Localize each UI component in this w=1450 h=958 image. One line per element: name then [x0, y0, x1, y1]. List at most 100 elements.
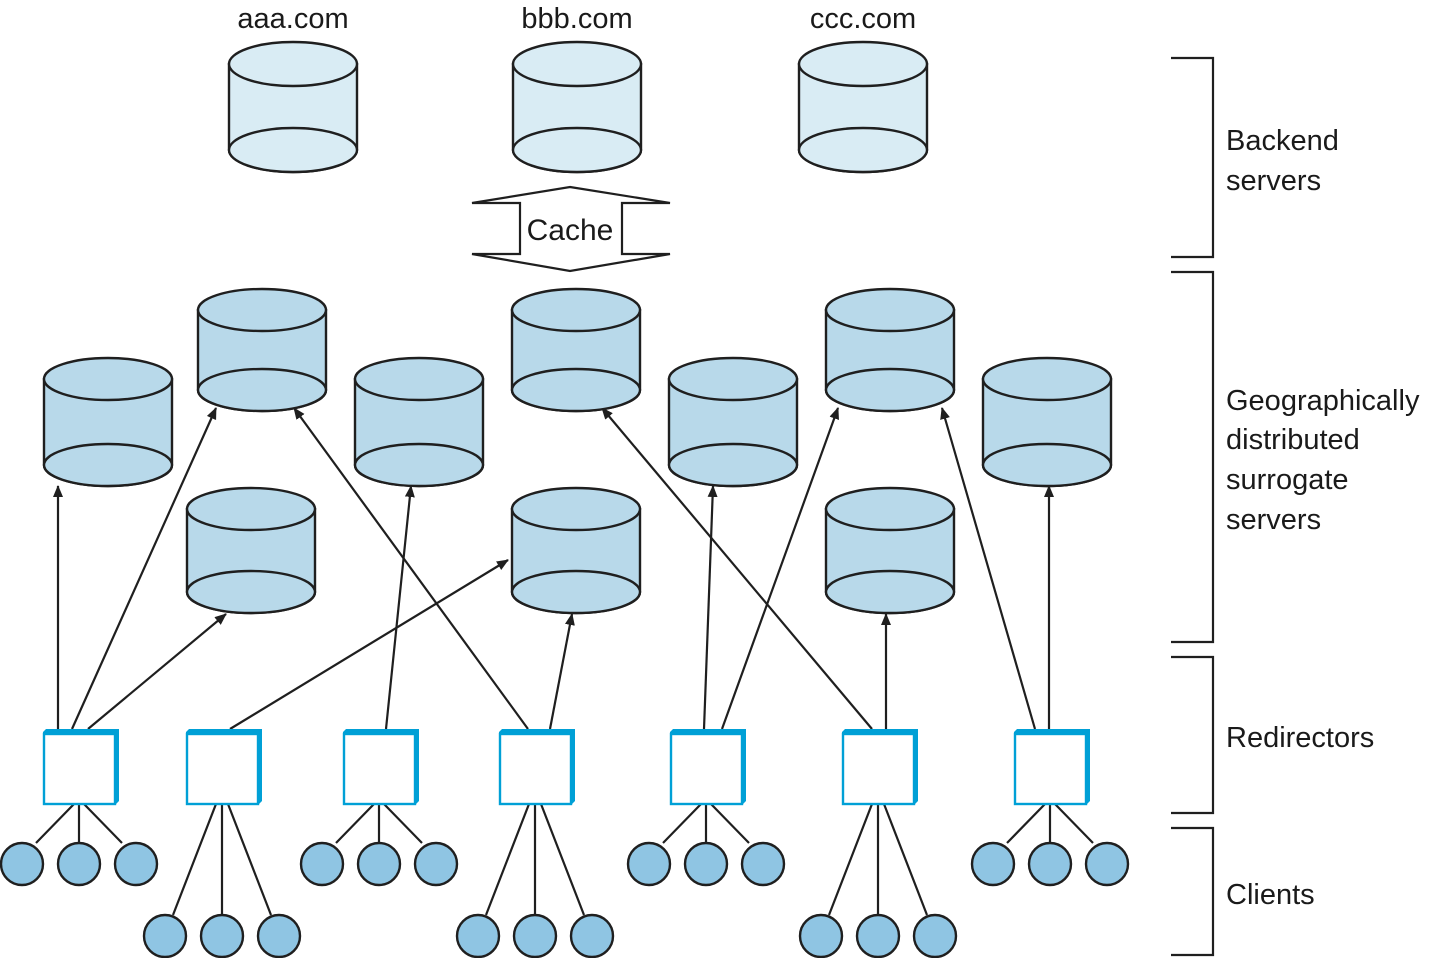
surrogate-server-S3	[353, 356, 485, 488]
client-link	[539, 803, 586, 916]
client	[970, 841, 1016, 887]
cylinder-top	[824, 287, 956, 333]
client	[1084, 841, 1130, 887]
client-link	[827, 803, 874, 916]
backend-server-aaa	[227, 40, 359, 174]
tier-label-surrogate: Geographically distributed surrogate ser…	[1226, 385, 1428, 536]
client	[413, 841, 459, 887]
client	[299, 841, 345, 887]
tier-label-backend: Backend servers	[1226, 125, 1347, 197]
bracket-clients	[1171, 826, 1215, 957]
cylinder-bottom	[981, 442, 1113, 488]
client	[740, 841, 786, 887]
cache-arrow-shape	[471, 185, 671, 273]
cylinder-top	[185, 486, 317, 532]
redirector-face	[185, 732, 260, 806]
cylinder-bottom	[42, 442, 174, 488]
redirector-links	[53, 407, 1054, 730]
clients	[0, 841, 1130, 958]
cylinder-top	[196, 287, 328, 333]
redirector-R1	[42, 729, 119, 806]
client	[512, 913, 558, 958]
surrogate-server-S2	[196, 287, 328, 413]
surrogate-server-S8	[824, 287, 956, 413]
tier-label-redirectors: Redirectors	[1226, 722, 1374, 754]
client	[912, 913, 958, 958]
client	[199, 913, 245, 958]
cylinder-top	[824, 486, 956, 532]
cylinder-top	[981, 356, 1113, 402]
client-group-R5	[626, 841, 786, 887]
client	[683, 841, 729, 887]
backend-server-bbb	[511, 40, 643, 174]
redirector-face	[498, 732, 573, 806]
domain-label-aaa: aaa.com	[237, 3, 348, 35]
client-link	[662, 803, 702, 844]
link-R1-S2	[70, 407, 218, 730]
client-link	[882, 803, 929, 916]
link-R1-S4	[87, 613, 227, 730]
surrogate-server-S6	[510, 486, 642, 615]
client	[569, 913, 615, 958]
cylinder-bottom	[185, 569, 317, 615]
cylinder-bottom	[510, 569, 642, 615]
link-R2-S6	[229, 559, 509, 730]
link-R4-S6	[548, 613, 575, 730]
cylinder-top	[510, 486, 642, 532]
surrogate-server-S1	[42, 356, 174, 488]
surrogate-server-S10	[981, 356, 1113, 488]
tier-label-clients: Clients	[1226, 879, 1315, 911]
backend-server-ccc	[797, 40, 929, 174]
domain-label-ccc: ccc.com	[810, 3, 916, 35]
cylinder-top	[797, 40, 929, 88]
domain-label-bbb: bbb.com	[521, 3, 632, 35]
cylinder-top	[42, 356, 174, 402]
client-link	[335, 803, 375, 844]
redirector-face	[342, 732, 417, 806]
client-links	[35, 803, 1094, 916]
cylinder-bottom	[511, 126, 643, 174]
redirector-face	[1013, 732, 1088, 806]
client-group-R2	[142, 913, 302, 958]
client-group-R1	[0, 841, 159, 887]
tier-brackets	[1171, 56, 1215, 957]
client	[0, 841, 45, 887]
cylinder-bottom	[510, 367, 642, 413]
redirector-R2	[185, 729, 262, 806]
cache-arrow: Cache	[471, 185, 671, 273]
client-link	[1054, 803, 1094, 844]
backend-servers	[227, 40, 929, 174]
client-link	[383, 803, 423, 844]
client	[113, 841, 159, 887]
client-group-R4	[455, 913, 615, 958]
redirector-R4	[498, 729, 575, 806]
cache-label: Cache	[527, 214, 614, 247]
client-link	[226, 803, 273, 916]
link-R4-S2	[293, 407, 529, 730]
surrogate-server-S4	[185, 486, 317, 615]
redirector-R7	[1013, 729, 1090, 806]
surrogate-server-S5	[510, 287, 642, 413]
cylinder-bottom	[797, 126, 929, 174]
client	[56, 841, 102, 887]
cylinder-bottom	[353, 442, 485, 488]
client-group-R3	[299, 841, 459, 887]
client-group-R6	[798, 913, 958, 958]
client	[256, 913, 302, 958]
cylinder-top	[227, 40, 359, 88]
cylinder-bottom	[227, 126, 359, 174]
surrogate-server-S7	[667, 356, 799, 488]
cylinder-top	[353, 356, 485, 402]
cylinder-bottom	[824, 569, 956, 615]
cylinder-top	[510, 287, 642, 333]
client	[855, 913, 901, 958]
cylinder-top	[511, 40, 643, 88]
client-link	[35, 803, 75, 844]
cylinder-bottom	[196, 367, 328, 413]
link-R6-S5	[601, 407, 873, 730]
client	[1027, 841, 1073, 887]
surrogate-servers	[42, 287, 1113, 615]
redirectors	[42, 729, 1090, 806]
client-link	[484, 803, 531, 916]
